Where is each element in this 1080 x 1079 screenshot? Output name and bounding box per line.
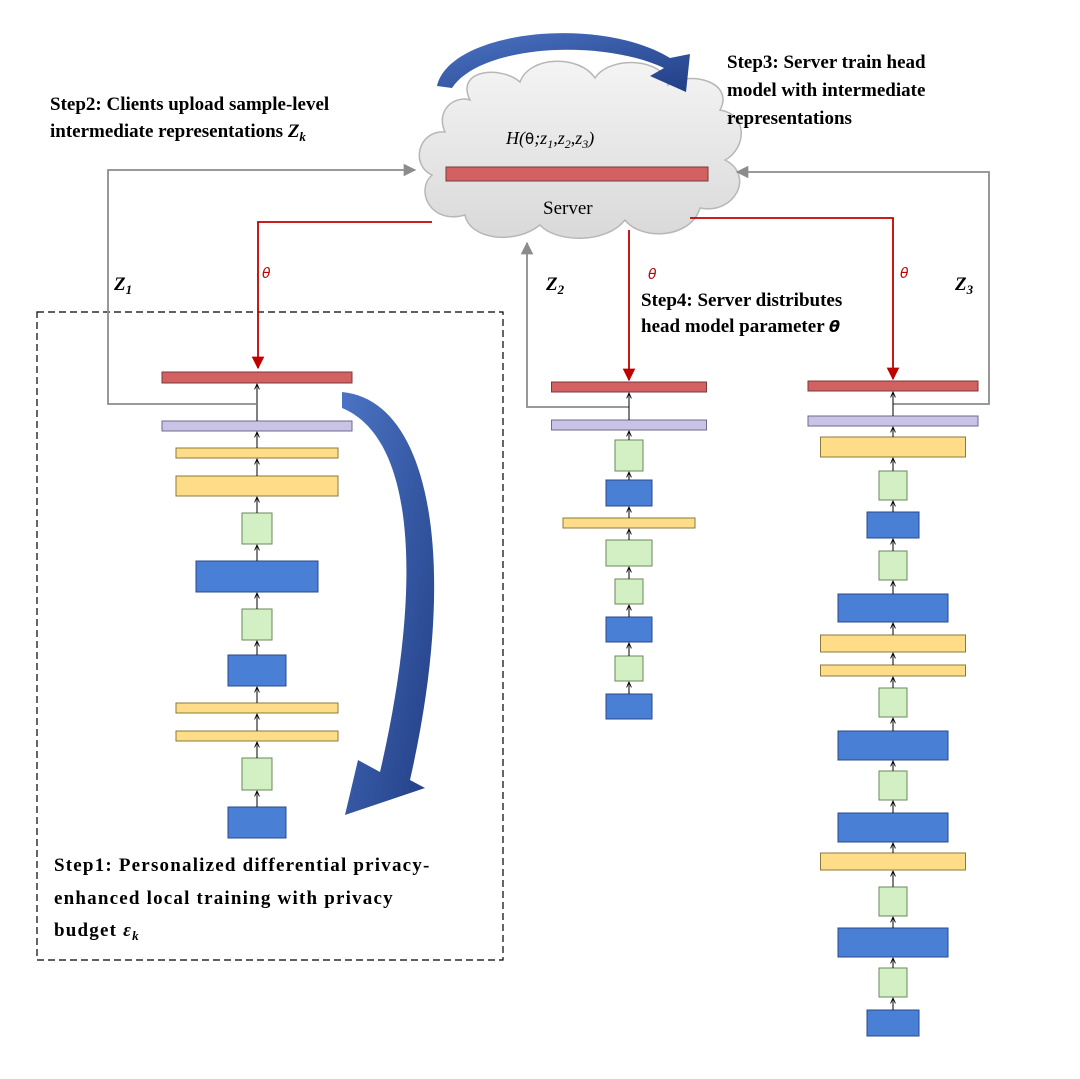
step1-label: Step1: Personalized differential privacy…: [54, 855, 431, 876]
client3-distribute-line: [690, 217, 900, 381]
client3-conv-layer-13: [837, 812, 949, 843]
client1-distribute-line: [251, 221, 432, 370]
z2-label: Z2: [545, 274, 565, 297]
theta-label-client3: θ: [900, 266, 909, 282]
client1-conv-layer-6: [195, 560, 319, 593]
client2-activation-layer-9: [614, 655, 644, 682]
client2-conv-layer-4: [605, 479, 653, 507]
client3-activation-layer-10: [878, 687, 908, 718]
step3-label-line3: representations: [727, 108, 852, 129]
client2-head-layer-1: [551, 381, 707, 393]
client2-activation-layer-3: [614, 439, 644, 472]
client3-representation-layer-2: [807, 415, 979, 427]
client1-norm-layer-4: [175, 475, 339, 497]
client2-activation-layer-6: [605, 539, 653, 567]
server-cloud: [418, 60, 742, 239]
local-training-curved-arrow: [342, 392, 435, 815]
client3-activation-layer-15: [878, 886, 908, 917]
server-label: Server: [543, 198, 593, 219]
client1-model-stack: [161, 371, 353, 839]
client2-activation-layer-7: [614, 578, 644, 605]
client3-norm-layer-8: [820, 634, 966, 653]
client1-representation-layer-2: [161, 420, 353, 432]
client1-activation-layer-7: [241, 608, 273, 641]
client1-conv-layer-8: [227, 654, 287, 687]
server-head-layer: [445, 166, 709, 182]
client2-conv-layer-10: [605, 693, 653, 720]
step4-label: Step4: Server distributes: [641, 290, 842, 311]
client3-activation-layer-4: [878, 470, 908, 501]
z3-label: Z3: [954, 274, 974, 297]
client3-conv-layer-7: [837, 593, 949, 623]
client3-norm-layer-9: [820, 664, 966, 677]
client2-upload-line: [520, 241, 629, 408]
client2-conv-layer-8: [605, 616, 653, 643]
client1-upload-line: [107, 163, 417, 405]
step3-label: Step3: Server train head: [727, 52, 926, 73]
step4-label-line2: head model parameter θ: [641, 316, 840, 337]
client3-conv-layer-18: [866, 1009, 920, 1037]
step1-label-line3: budget εk: [54, 920, 140, 943]
client1-norm-layer-9: [175, 702, 339, 714]
client3-conv-layer-11: [837, 730, 949, 761]
step1-label-line2: enhanced local training with privacy: [54, 888, 394, 909]
theta-label-client2: θ: [648, 267, 657, 283]
step3-label-line2: model with intermediate: [727, 80, 925, 101]
client2-norm-layer-5: [562, 517, 696, 529]
client3-norm-layer-14: [820, 852, 966, 871]
client3-model-stack: [807, 380, 979, 1037]
client3-norm-layer-3: [820, 436, 966, 458]
z1-label: Z1: [113, 274, 132, 297]
client1-norm-layer-10: [175, 730, 339, 742]
theta-label-client1: θ: [262, 266, 271, 282]
client3-conv-layer-16: [837, 927, 949, 958]
client1-activation-layer-5: [241, 512, 273, 545]
client3-head-layer-1: [807, 380, 979, 392]
client3-activation-layer-6: [878, 550, 908, 581]
client1-box: [36, 311, 504, 961]
server-training-curved-arrow: [437, 33, 690, 92]
client3-upload-line: [735, 165, 990, 405]
client1-head-layer-1: [161, 371, 353, 384]
step2-label-line2: intermediate representations Zk: [50, 121, 306, 144]
step2-label: Step2: Clients upload sample-level: [50, 94, 329, 115]
server-function-label: H(θ;z1,z2,z3): [505, 128, 594, 151]
client2-model-stack: [551, 381, 707, 720]
client1-norm-layer-3: [175, 447, 339, 459]
client3-activation-layer-17: [878, 967, 908, 998]
client3-conv-layer-5: [866, 511, 920, 539]
client3-activation-layer-12: [878, 770, 908, 801]
client1-activation-layer-11: [241, 757, 273, 791]
client1-conv-layer-12: [227, 806, 287, 839]
client2-representation-layer-2: [551, 419, 707, 431]
